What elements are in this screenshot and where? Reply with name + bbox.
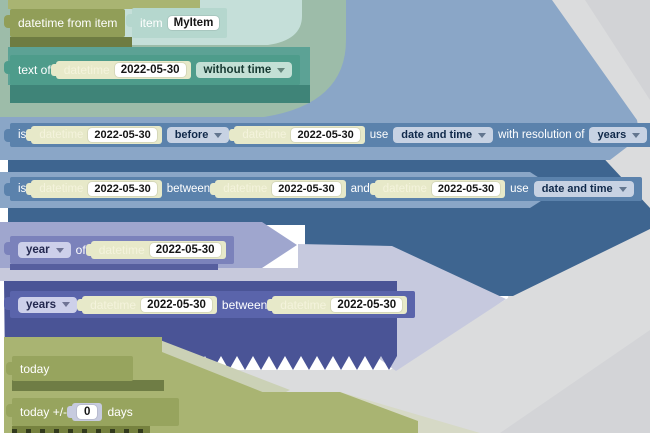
datetime-part-block[interactable]: year of datetime 2022-05-30 [4, 236, 234, 264]
date-field[interactable]: 2022-05-30 [431, 182, 501, 196]
date-field[interactable]: 2022-05-30 [291, 128, 360, 142]
datetime-shadow-block[interactable]: datetime 2022-05-30 [210, 180, 346, 198]
block-label: item [140, 16, 163, 30]
is-compare-block[interactable]: is datetime 2022-05-30 before datetime 2… [3, 123, 650, 147]
block-label: of [75, 243, 86, 257]
text-of-block[interactable]: text of datetime 2022-05-30 without time [3, 55, 301, 85]
datetime-label: datetime [98, 243, 145, 257]
dropdown-value: years [26, 298, 57, 311]
date-field[interactable]: 2022-05-30 [272, 182, 341, 196]
block-label: is [18, 183, 27, 195]
offset-field[interactable]: 0 [77, 405, 98, 419]
datetime-label: datetime [39, 129, 84, 141]
olive-top-strip [8, 0, 200, 9]
gray-wedge-bottom [500, 330, 650, 433]
chevron-down-icon [618, 186, 627, 192]
block-label: and [350, 183, 370, 195]
datetime-label: datetime [63, 63, 110, 77]
date-field[interactable]: 2022-05-30 [141, 297, 212, 312]
chevron-down-icon [632, 132, 641, 138]
datetime-label: datetime [280, 297, 327, 312]
today-offset-block[interactable]: today +/- 0 days [6, 398, 179, 426]
block-label: datetime from item [18, 16, 118, 30]
unit-dropdown[interactable]: years [18, 296, 78, 313]
precision-dropdown[interactable]: date and time [393, 127, 494, 143]
periwinkle-block-shadow [10, 264, 218, 270]
dropdown-value: year [26, 244, 50, 256]
datetime-shadow-block[interactable]: datetime 2022-05-30 [229, 126, 365, 144]
block-label: today +/- [20, 405, 68, 419]
datetime-label: datetime [90, 297, 137, 312]
datetime-shadow-block[interactable]: datetime 2022-05-30 [369, 180, 506, 198]
pale-olive-wedge-2 [340, 392, 480, 433]
teal-block-shadow [10, 85, 310, 103]
datetime-label: datetime [382, 183, 427, 195]
block-label: between [166, 183, 211, 195]
today-block-shadow [12, 380, 164, 391]
pale-olive-wedge-1 [160, 340, 290, 400]
datetime-label: datetime [39, 183, 84, 195]
chevron-down-icon [55, 247, 64, 253]
format-dropdown[interactable]: without time [195, 62, 293, 78]
datetime-label: datetime [242, 129, 287, 141]
datetime-from-item-block[interactable]: datetime from item [3, 9, 126, 37]
olive-block-shadow [10, 37, 132, 47]
periwinkle-light-band [0, 268, 300, 281]
block-label: days [107, 405, 133, 419]
block-label: use [510, 183, 529, 195]
datetime-shadow-block[interactable]: datetime 2022-05-30 [50, 61, 191, 79]
precision-dropdown[interactable]: date and time [533, 181, 634, 197]
dropdown-value: without time [203, 64, 272, 76]
datetime-label: datetime [223, 183, 268, 195]
clipped-block-fragment [12, 426, 150, 433]
date-field[interactable]: 2022-05-30 [88, 128, 157, 142]
chevron-down-icon [478, 132, 487, 138]
datetime-shadow-block[interactable]: datetime 2022-05-30 [26, 126, 162, 144]
block-label: with resolution of [498, 129, 585, 141]
date-field[interactable]: 2022-05-30 [114, 63, 186, 77]
item-block[interactable]: item MyItem [125, 8, 228, 38]
date-field[interactable]: 2022-05-30 [149, 243, 221, 257]
datetime-shadow-block[interactable]: datetime 2022-05-30 [77, 295, 217, 314]
operator-dropdown[interactable]: before [166, 127, 230, 143]
gray-wedge-top [585, 0, 650, 100]
chevron-down-icon [277, 67, 286, 73]
dropdown-value: years [597, 129, 627, 141]
datetime-shadow-block[interactable]: datetime 2022-05-30 [267, 295, 408, 314]
dropdown-value: date and time [541, 183, 613, 195]
block-label: is [18, 129, 27, 141]
datetime-shadow-block[interactable]: datetime 2022-05-30 [26, 180, 162, 198]
chevron-down-icon [214, 132, 223, 138]
is-between-block[interactable]: is datetime 2022-05-30 between datetime … [4, 177, 642, 201]
block-label: between [221, 297, 268, 312]
dropdown-value: date and time [401, 129, 473, 141]
block-label: today [20, 361, 50, 376]
block-label: text of [18, 63, 51, 77]
item-name-field[interactable]: MyItem [167, 16, 220, 30]
dropdown-value: before [174, 129, 209, 141]
units-between-block[interactable]: years datetime 2022-05-30 between dateti… [3, 291, 416, 318]
part-dropdown[interactable]: year [18, 242, 71, 258]
block-label: use [369, 129, 389, 141]
resolution-dropdown[interactable]: years [589, 127, 648, 143]
date-field[interactable]: 2022-05-30 [331, 297, 403, 312]
chevron-down-icon [62, 302, 71, 307]
date-field[interactable]: 2022-05-30 [88, 182, 157, 196]
datetime-shadow-block[interactable]: datetime 2022-05-30 [85, 241, 226, 259]
today-block[interactable]: today [5, 356, 134, 381]
number-shadow-block[interactable]: 0 [66, 403, 103, 421]
